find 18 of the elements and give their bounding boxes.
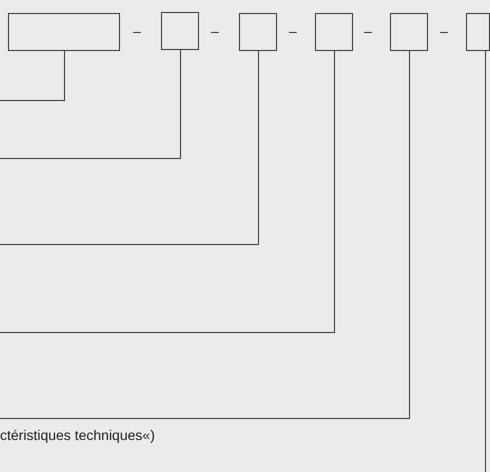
code-field-box xyxy=(390,13,428,51)
separator-dash: – xyxy=(133,23,141,39)
leader-line xyxy=(0,50,65,101)
code-field-box xyxy=(8,13,120,51)
leader-line xyxy=(0,50,410,419)
separator-dash: – xyxy=(440,23,448,39)
leader-line xyxy=(0,50,259,245)
leader-line xyxy=(485,50,486,472)
leader-line xyxy=(0,50,181,159)
code-field-box xyxy=(315,13,353,51)
leader-line xyxy=(0,50,335,333)
separator-dash: – xyxy=(211,23,219,39)
code-field-box xyxy=(161,12,199,50)
separator-dash: – xyxy=(289,23,297,39)
separator-dash: – xyxy=(364,23,372,39)
code-field-box xyxy=(466,13,490,51)
description-text: ctéristiques techniques«) xyxy=(0,427,155,443)
code-field-box xyxy=(239,13,277,51)
